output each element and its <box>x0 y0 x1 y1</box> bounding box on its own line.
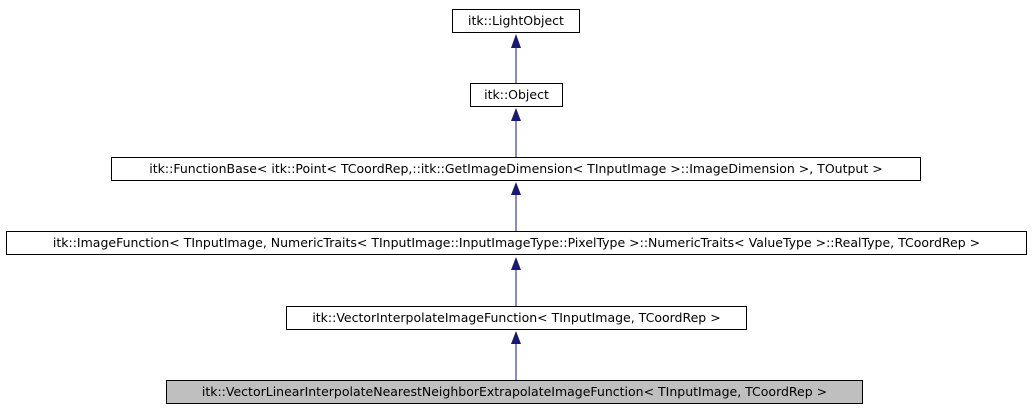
edge-image-function-to-function-base <box>511 182 521 231</box>
class-node-light-object[interactable]: itk::LightObject <box>452 9 580 33</box>
class-node-object[interactable]: itk::Object <box>470 83 563 107</box>
class-node-function-base[interactable]: itk::FunctionBase< itk::Point< TCoordRep… <box>111 157 921 181</box>
edge-object-to-light-object <box>511 34 521 83</box>
edge-function-base-to-object <box>511 108 521 157</box>
class-node-vector-linear-interpolate-nn: itk::VectorLinearInterpolateNearestNeigh… <box>166 380 863 404</box>
edge-vector-interpolate-to-image-function <box>511 257 521 306</box>
class-node-image-function[interactable]: itk::ImageFunction< TInputImage, Numeric… <box>6 231 1027 255</box>
class-node-vector-interpolate[interactable]: itk::VectorInterpolateImageFunction< TIn… <box>286 306 747 330</box>
edge-current-to-vector-interpolate <box>511 331 521 380</box>
